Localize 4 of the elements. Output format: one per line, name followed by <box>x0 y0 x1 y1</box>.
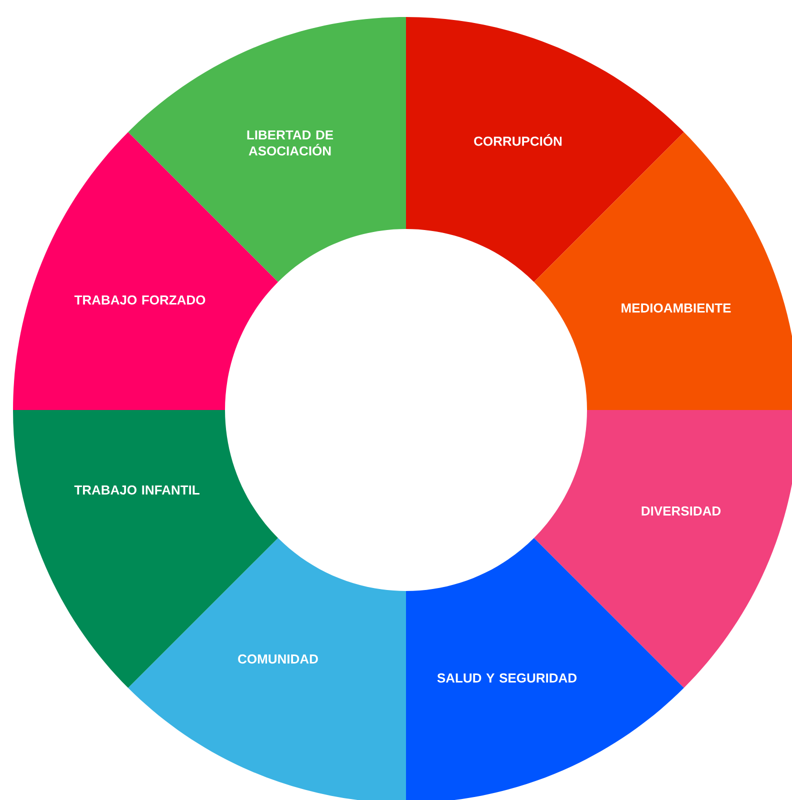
ring-segment: LIBERTAD DE ASOCIACIÓN <box>128 17 406 282</box>
ring-segment: SALUD Y SEGURIDAD <box>406 538 684 800</box>
ring-segment: COMUNIDAD <box>128 538 406 800</box>
ring-segment: CORRUPCIÓN <box>406 17 684 282</box>
